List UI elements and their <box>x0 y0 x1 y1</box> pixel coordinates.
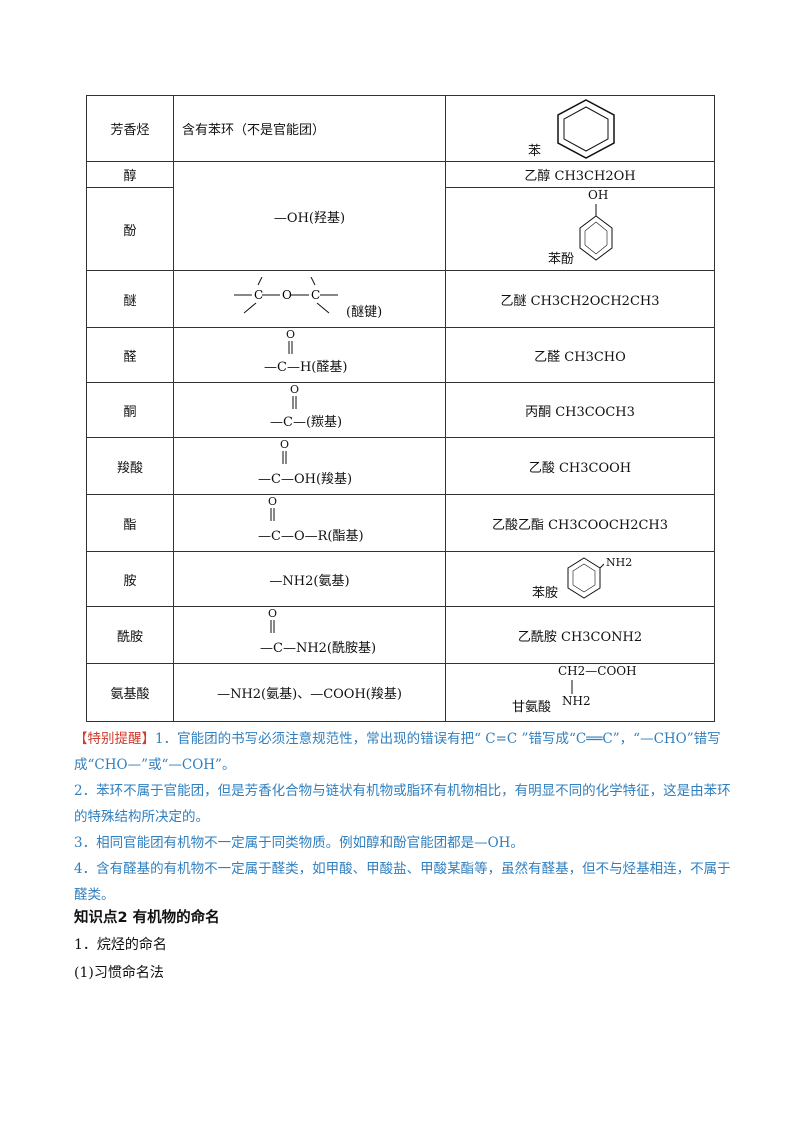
table-row: 羧酸 O —C—OH(羧基) 乙酸 CH3COOH <box>86 437 715 495</box>
class-name-cell: 羧酸 <box>86 437 174 495</box>
group-cell: —NH2(氨基)、—COOH(羧基) <box>173 663 446 722</box>
class-name-cell: 酮 <box>86 382 174 438</box>
example-cell: 乙醚 CH3CH2OCH2CH3 <box>445 270 715 328</box>
svg-text:O: O <box>282 288 292 302</box>
carbonyl-o-label: O <box>280 438 290 451</box>
group-cell: O —C—O—R(酯基) <box>173 494 446 552</box>
single-bond-icon <box>571 680 573 694</box>
phenol-ring-icon <box>579 204 613 261</box>
double-bond-icon <box>270 508 275 521</box>
reminder-paragraph-2: 2．苯环不属于官能团，但是芳香化合物与链状有机物或脂环有机物相比，有明显不同的化… <box>74 783 731 825</box>
class-name-cell: 胺 <box>86 551 174 607</box>
carbonyl-o-label: O <box>290 383 300 396</box>
example-name: 苯酚 <box>548 252 575 267</box>
example-cell: 乙醇 CH3CH2OH <box>445 161 715 188</box>
aldehyde-group-label: —C—H(醛基) <box>264 360 348 375</box>
example-cell: 苯胺 NH2 <box>445 551 715 607</box>
table-row: 酯 O —C—O—R(酯基) 乙酸乙酯 CH3COOCH2CH3 <box>86 494 715 552</box>
group-cell: 含有苯环（不是官能团） <box>173 95 446 162</box>
carbonyl-o-label: O <box>268 495 278 508</box>
table-row: 芳香烃 含有苯环（不是官能团） 苯 <box>86 95 715 162</box>
table-row: 氨基酸 —NH2(氨基)、—COOH(羧基) CH2—COOH 甘氨酸 NH2 <box>86 663 715 722</box>
class-name-cell: 氨基酸 <box>86 663 174 722</box>
example-cell: 乙酸乙酯 CH3COOCH2CH3 <box>445 494 715 552</box>
aniline-ring-icon <box>567 557 604 599</box>
example-name: 苯 <box>528 144 542 159</box>
carbonyl-o-label: O <box>268 607 278 620</box>
group-cell: —NH2(氨基) <box>173 551 446 607</box>
carbonyl-o-label: O <box>286 328 296 341</box>
reminder-paragraph-3: 3．相同官能团有机物不一定属于同类物质。例如醇和酚官能团都是—OH。 <box>74 835 524 851</box>
ether-bond-structure: C O C <box>234 277 338 314</box>
group-cell: —OH(羟基) <box>173 161 446 271</box>
nh2-label: NH2 <box>606 556 633 569</box>
class-name-cell: 芳香烃 <box>86 95 174 162</box>
class-name-cell: 醛 <box>86 327 174 383</box>
table-row: 酚 OH 苯酚 <box>86 187 715 271</box>
svg-text:C: C <box>254 288 263 302</box>
glycine-nh2: NH2 <box>562 694 591 708</box>
example-name: 甘氨酸 <box>512 700 552 715</box>
example-cell: 丙酮 CH3COCH3 <box>445 382 715 438</box>
example-cell: 乙醛 CH3CHO <box>445 327 715 383</box>
carbonyl-group-label: —C—(羰基) <box>270 415 343 430</box>
group-cell: O —C—OH(羧基) <box>173 437 446 495</box>
glycine-chain: CH2—COOH <box>558 664 637 678</box>
section-heading: 知识点2 有机物的命名 <box>74 910 220 926</box>
double-bond-icon <box>288 341 293 354</box>
group-cell: O —C—NH2(酰胺基) <box>173 606 446 664</box>
functional-group-table: 芳香烃 含有苯环（不是官能团） 苯 醇 —OH(羟基) 乙醇 CH3CH2OH <box>86 95 715 722</box>
example-cell: 苯 <box>445 95 715 162</box>
example-cell: 乙酸 CH3COOH <box>445 437 715 495</box>
class-name-cell: 酯 <box>86 494 174 552</box>
group-cell: C O C (醚键) <box>173 270 446 328</box>
subsection-heading: 1．烷烃的命名 <box>74 937 167 953</box>
group-cell: O —C—(羰基) <box>173 382 446 438</box>
amide-group-label: —C—NH2(酰胺基) <box>260 641 377 656</box>
carboxyl-group-label: —C—OH(羧基) <box>258 472 353 487</box>
ether-bond-label: (醚键) <box>346 305 383 320</box>
oh-label: OH <box>588 188 609 202</box>
class-name-cell: 酚 <box>86 187 174 271</box>
subsubsection-heading: (1)习惯命名法 <box>74 965 164 981</box>
reminder-paragraph-4: 4．含有醛基的有机物不一定属于醛类，如甲酸、甲酸盐、甲酸某酯等，虽然有醛基，但不… <box>74 861 731 903</box>
example-cell: OH 苯酚 <box>445 187 715 271</box>
double-bond-icon <box>292 396 297 409</box>
svg-text:C: C <box>311 288 320 302</box>
benzene-ring-icon <box>557 99 615 159</box>
reminder-label: 【特别提醒】 <box>74 731 155 747</box>
group-cell: O —C—H(醛基) <box>173 327 446 383</box>
table-row: 醚 C O C <box>86 270 715 328</box>
table-row: 醇 —OH(羟基) 乙醇 CH3CH2OH <box>86 161 715 271</box>
example-cell: 乙酰胺 CH3CONH2 <box>445 606 715 664</box>
class-name-cell: 酰胺 <box>86 606 174 664</box>
class-name-cell: 醇 <box>86 161 174 188</box>
double-bond-icon <box>270 620 275 633</box>
ester-group-label: —C—O—R(酯基) <box>258 529 364 544</box>
example-name: 苯胺 <box>532 586 559 601</box>
table-row: 酮 O —C—(羰基) 丙酮 CH3COCH3 <box>86 382 715 438</box>
special-reminder: 【特别提醒】1．官能团的书写必须注意规范性，常出现的错误有把“ C=C ”错写成… <box>74 726 734 908</box>
reminder-paragraph-1: 【特别提醒】1．官能团的书写必须注意规范性，常出现的错误有把“ C=C ”错写成… <box>74 731 721 773</box>
double-bond-icon <box>282 451 287 464</box>
table-row: 酰胺 O —C—NH2(酰胺基) 乙酰胺 CH3CONH2 <box>86 606 715 664</box>
class-name-cell: 醚 <box>86 270 174 328</box>
table-row: 胺 —NH2(氨基) 苯胺 NH2 <box>86 551 715 607</box>
table-row: 醛 O —C—H(醛基) 乙醛 CH3CHO <box>86 327 715 383</box>
example-cell: CH2—COOH 甘氨酸 NH2 <box>445 663 715 722</box>
